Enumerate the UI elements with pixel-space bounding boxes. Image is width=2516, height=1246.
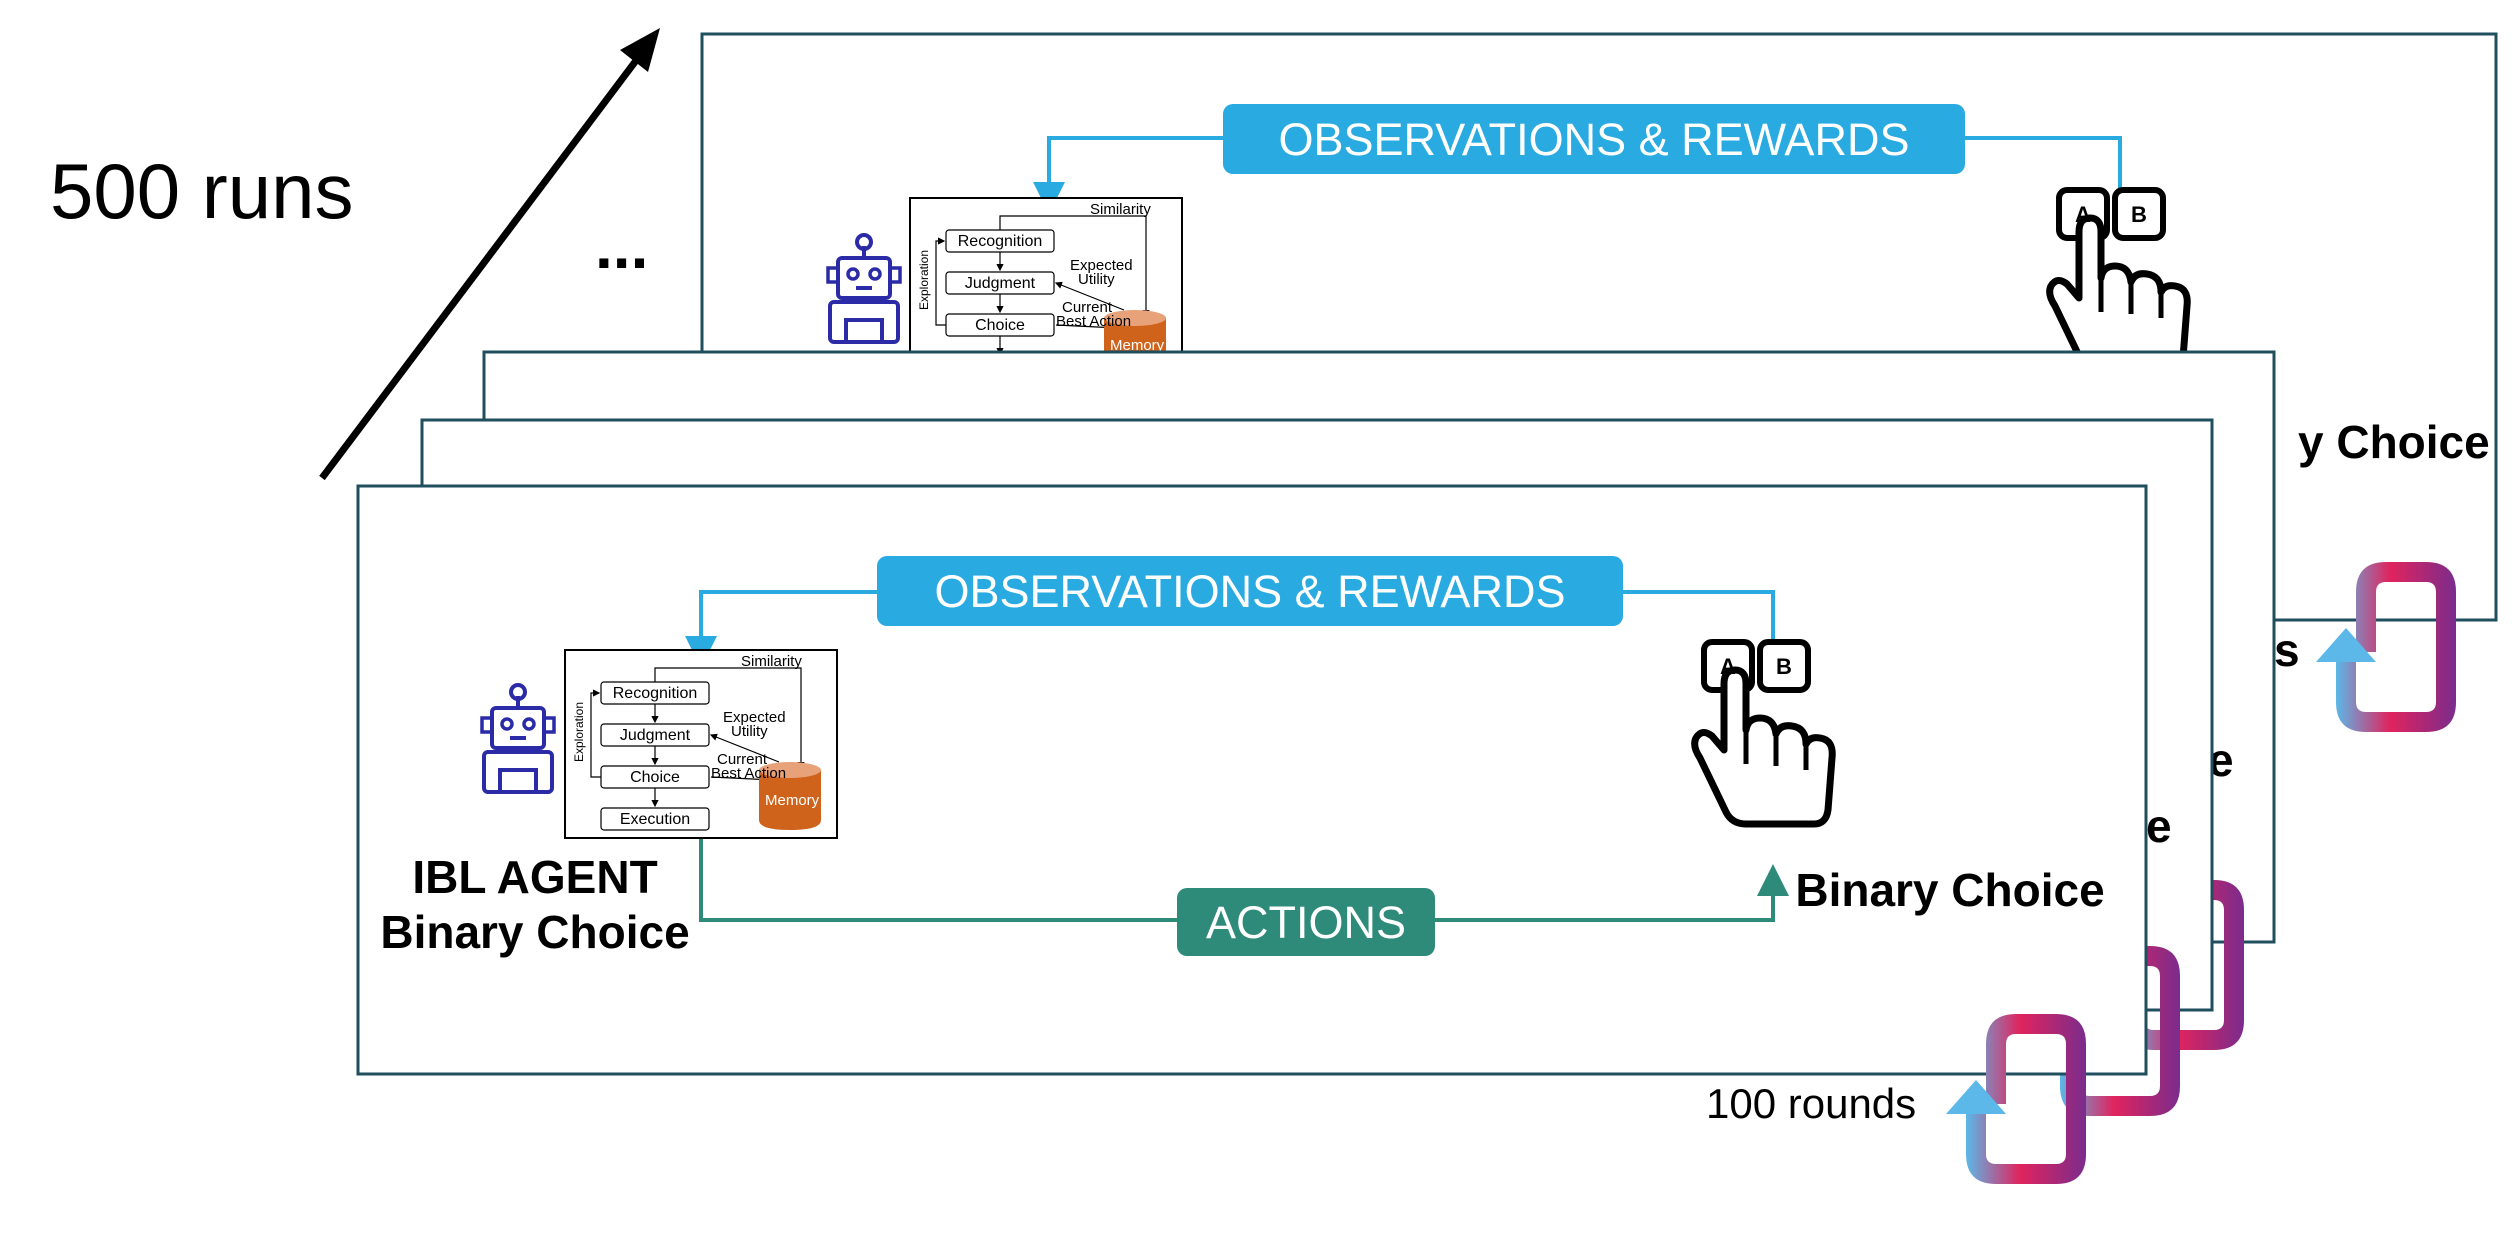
- svg-text:Recognition: Recognition: [613, 685, 698, 702]
- svg-text:Utility: Utility: [731, 723, 768, 740]
- svg-text:Memory: Memory: [1110, 337, 1165, 354]
- svg-text:Similarity: Similarity: [1090, 201, 1151, 218]
- svg-text:Best Action: Best Action: [1056, 313, 1131, 330]
- runs-arrow: [319, 39, 653, 481]
- observations-rewards-pill: [1223, 104, 1965, 174]
- svg-text:Choice: Choice: [630, 769, 680, 786]
- svg-text:Judgment: Judgment: [620, 727, 691, 744]
- environment-label: Binary Choice: [1795, 864, 2104, 916]
- svg-text:Current: Current: [717, 751, 768, 768]
- svg-text:Expected: Expected: [1070, 257, 1133, 274]
- back-env-label: y Choice: [2298, 416, 2490, 468]
- ellipsis: ...: [595, 210, 648, 282]
- actions-label: ACTIONS: [1206, 897, 1406, 948]
- ibl-model-diagram: Similarity Recognition Judgment Choice E…: [910, 198, 1182, 386]
- back-fragment: s: [2274, 624, 2300, 676]
- svg-text:Execution: Execution: [620, 811, 690, 828]
- svg-text:Exploration: Exploration: [917, 250, 931, 310]
- svg-text:A: A: [1720, 654, 1736, 679]
- observations-rewards-label: OBSERVATIONS & REWARDS: [1279, 114, 1910, 165]
- svg-text:B: B: [1776, 654, 1792, 679]
- observations-rewards-pill: [877, 556, 1623, 626]
- ibl-model-diagram: Similarity Recognition Judgment Choice E…: [565, 650, 837, 838]
- runs-label: 500 runs: [50, 147, 354, 235]
- hand-pointer-icon: A B: [2050, 190, 2188, 372]
- actions-pill: [1177, 888, 1435, 956]
- panel-front: OBSERVATIONS & REWARDS ACTIONS Similarit…: [356, 484, 2148, 1076]
- svg-text:Recognition: Recognition: [958, 233, 1043, 250]
- svg-text:A: A: [2075, 202, 2091, 227]
- svg-text:Exploration: Exploration: [572, 702, 586, 762]
- svg-text:Best Action: Best Action: [711, 765, 786, 782]
- rounds-label: 100 rounds: [1706, 1080, 1916, 1127]
- svg-text:Choice: Choice: [975, 317, 1025, 334]
- observations-rewards-label: OBSERVATIONS & REWARDS: [935, 566, 1566, 617]
- svg-text:B: B: [2131, 202, 2147, 227]
- svg-text:Memory: Memory: [765, 792, 820, 809]
- agent-subtitle: Binary Choice: [380, 906, 689, 958]
- svg-text:Judgment: Judgment: [965, 275, 1036, 292]
- middle-fragment-lower: e: [2146, 800, 2172, 852]
- agent-title: IBL AGENT: [412, 851, 657, 903]
- svg-text:Similarity: Similarity: [741, 653, 802, 670]
- hand-pointer-icon: A B: [1695, 642, 1833, 824]
- svg-text:Expected: Expected: [723, 709, 786, 726]
- svg-text:Current: Current: [1062, 299, 1113, 316]
- svg-text:Utility: Utility: [1078, 271, 1115, 288]
- arrow-up-right-icon: [620, 28, 660, 72]
